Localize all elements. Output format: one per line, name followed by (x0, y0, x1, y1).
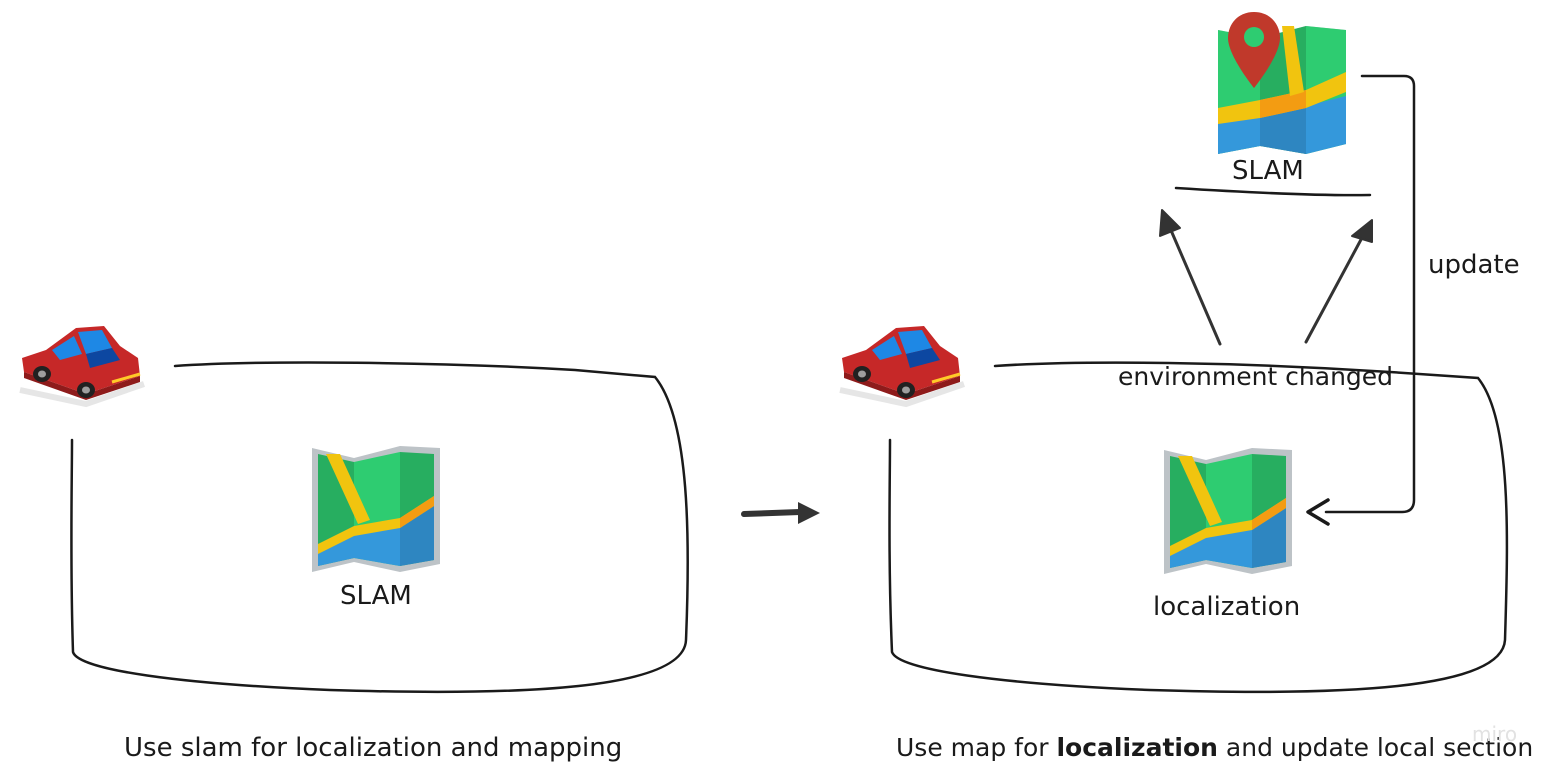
left-map-label: SLAM (340, 581, 412, 611)
folded-map-icon (1164, 448, 1292, 574)
map-pin-icon (1228, 12, 1280, 88)
arrow-up-icon (1159, 209, 1222, 346)
arrow-left-icon (1306, 74, 1416, 526)
right-caption: Use map for localization and update loca… (896, 735, 1533, 760)
arrow-right-icon (741, 502, 820, 524)
arrow-up-icon (1304, 219, 1373, 344)
watermark: miro (1472, 722, 1518, 746)
car-icon (840, 326, 964, 404)
left-caption: Use slam for localization and mapping (124, 733, 623, 763)
environment-changed-label: environment changed (1118, 362, 1394, 391)
right-caption-post: and update local section (1217, 733, 1534, 762)
left-panel-outline (70, 361, 690, 694)
right-map-label: localization (1153, 592, 1301, 622)
update-label: update (1428, 250, 1520, 280)
car-icon (20, 326, 144, 404)
folded-map-icon (312, 446, 440, 572)
right-caption-pre: Use map for (896, 733, 1057, 762)
right-panel-outline (888, 361, 1509, 694)
right-caption-bold: localization (1056, 733, 1218, 762)
slam-underline (1174, 186, 1372, 197)
top-slam-label: SLAM (1232, 156, 1304, 186)
